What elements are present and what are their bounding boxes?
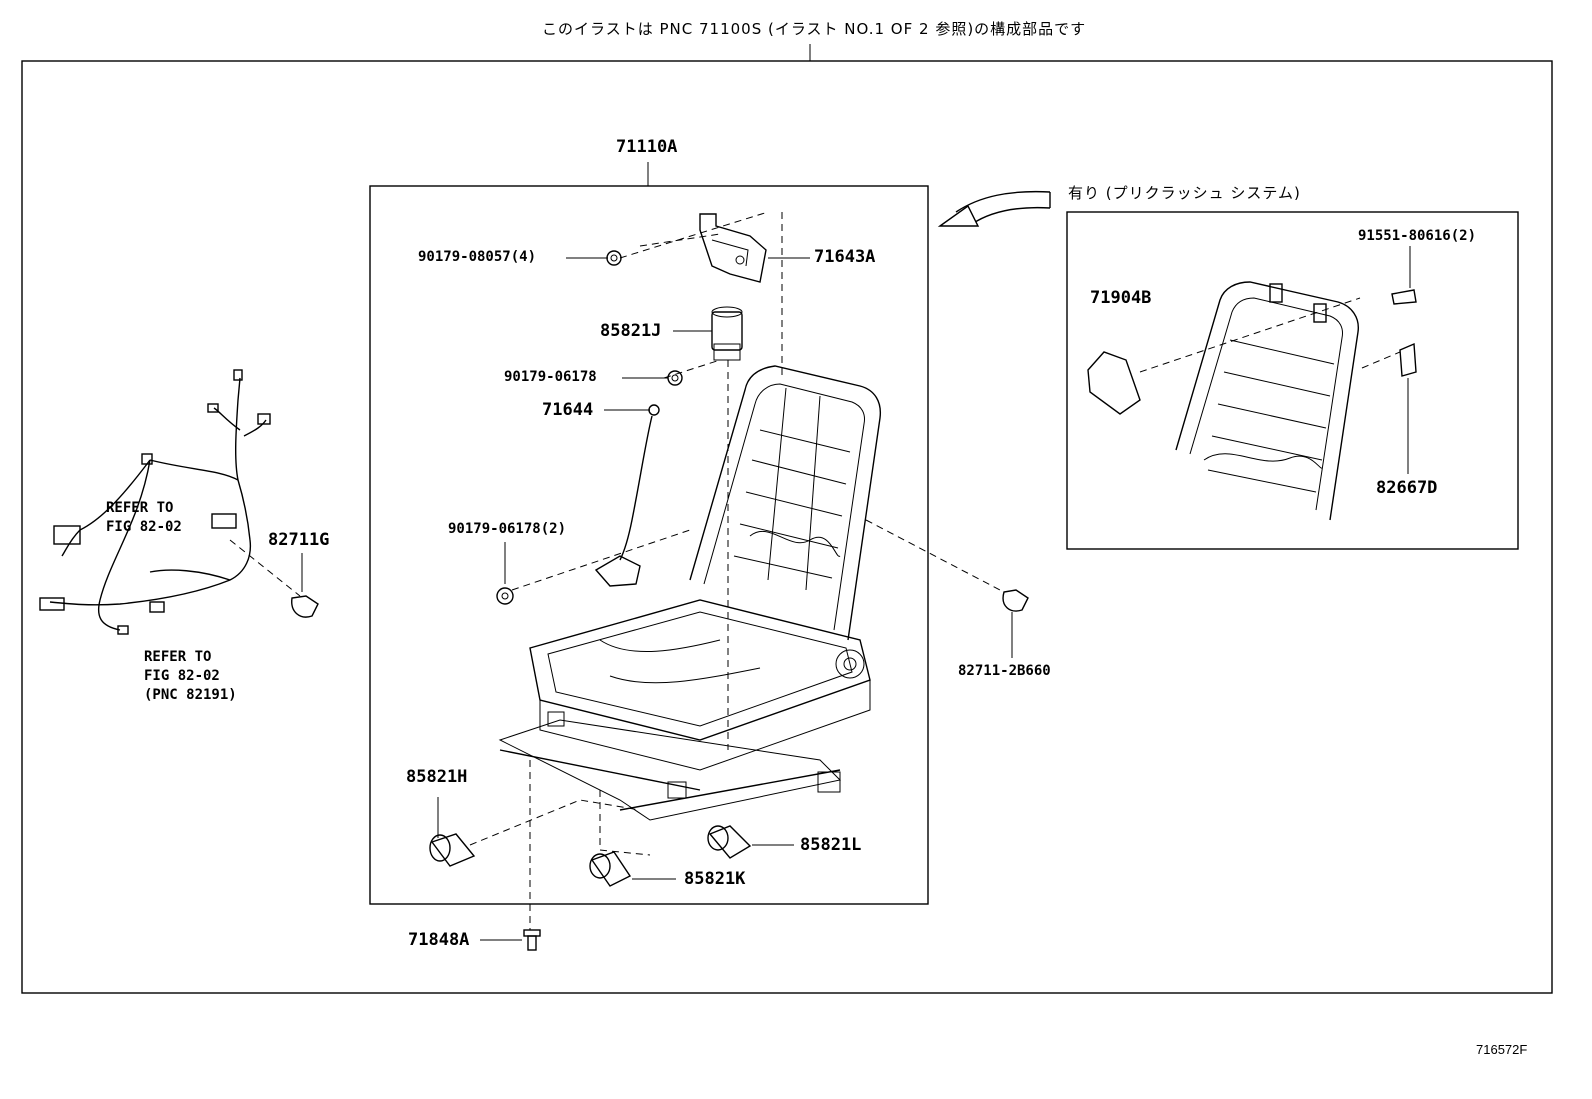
motor-85821K: [589, 851, 632, 887]
outer-frame: [21, 60, 1553, 994]
nut-90179-06178: [667, 370, 683, 386]
refer-note-1-line2: FIG 82-02: [106, 519, 182, 535]
part-label-85821H: 85821H: [406, 767, 468, 787]
refer-note-2-line3: (PNC 82191): [144, 687, 237, 703]
seat-frame-drawing: [498, 365, 882, 821]
motor-85821J: [711, 306, 743, 361]
nut-90179-08057: [606, 250, 622, 266]
motor-85821L: [707, 825, 752, 859]
part-71643A-bracket: [699, 213, 767, 283]
part-label-85821J: 85821J: [600, 321, 662, 341]
part-label-82667D: 82667D: [1376, 478, 1438, 498]
motor-85821H: [429, 833, 476, 867]
part-label-71904B: 71904B: [1090, 288, 1152, 308]
assembly-box: [369, 185, 929, 905]
header-note: このイラストは PNC 71100S (イラスト NO.1 OF 2 参照)の構…: [542, 20, 1087, 38]
part-label-90179-08057: 90179-08057(4): [418, 249, 537, 265]
dashed-lines: [229, 211, 1401, 930]
clip-82711-2B660: [1002, 589, 1029, 612]
part-label-82711-2B660: 82711-2B660: [958, 663, 1051, 679]
part-label-90179-06178-2: 90179-06178(2): [448, 521, 567, 537]
part-label-90179-06178: 90179-06178: [504, 369, 597, 385]
refer-note-1: REFER TO FIG 82-02: [106, 499, 182, 537]
part-label-85821K: 85821K: [684, 869, 746, 889]
leader-lines: [301, 246, 1411, 941]
seatback-frame-inset-drawing: [1087, 281, 1417, 521]
part-label-71643A: 71643A: [814, 247, 876, 267]
nut-90179-06178-2: [496, 587, 514, 605]
arrow-icon: [937, 190, 1051, 227]
inset-caption: 有り (プリクラッシュ システム): [1068, 184, 1301, 202]
clip-82711G: [291, 595, 319, 618]
cable-71644: [594, 404, 660, 587]
refer-note-2-line1: REFER TO: [144, 649, 212, 665]
part-label-91551-80616: 91551-80616(2): [1358, 228, 1477, 244]
part-label-82711G: 82711G: [268, 530, 330, 550]
wire-harness-drawing: [39, 369, 271, 635]
part-label-85821L: 85821L: [800, 835, 862, 855]
inset-box: [1066, 211, 1519, 550]
refer-note-2-line2: FIG 82-02: [144, 668, 220, 684]
refer-note-1-line1: REFER TO: [106, 500, 174, 516]
refer-note-2: REFER TO FIG 82-02 (PNC 82191): [144, 648, 237, 705]
assembly-label: 71110A: [616, 137, 678, 157]
bolt-71848A: [523, 929, 541, 951]
figure-code: 716572F: [1476, 1042, 1528, 1057]
part-label-71848A: 71848A: [408, 930, 470, 950]
part-label-71644: 71644: [542, 400, 594, 420]
